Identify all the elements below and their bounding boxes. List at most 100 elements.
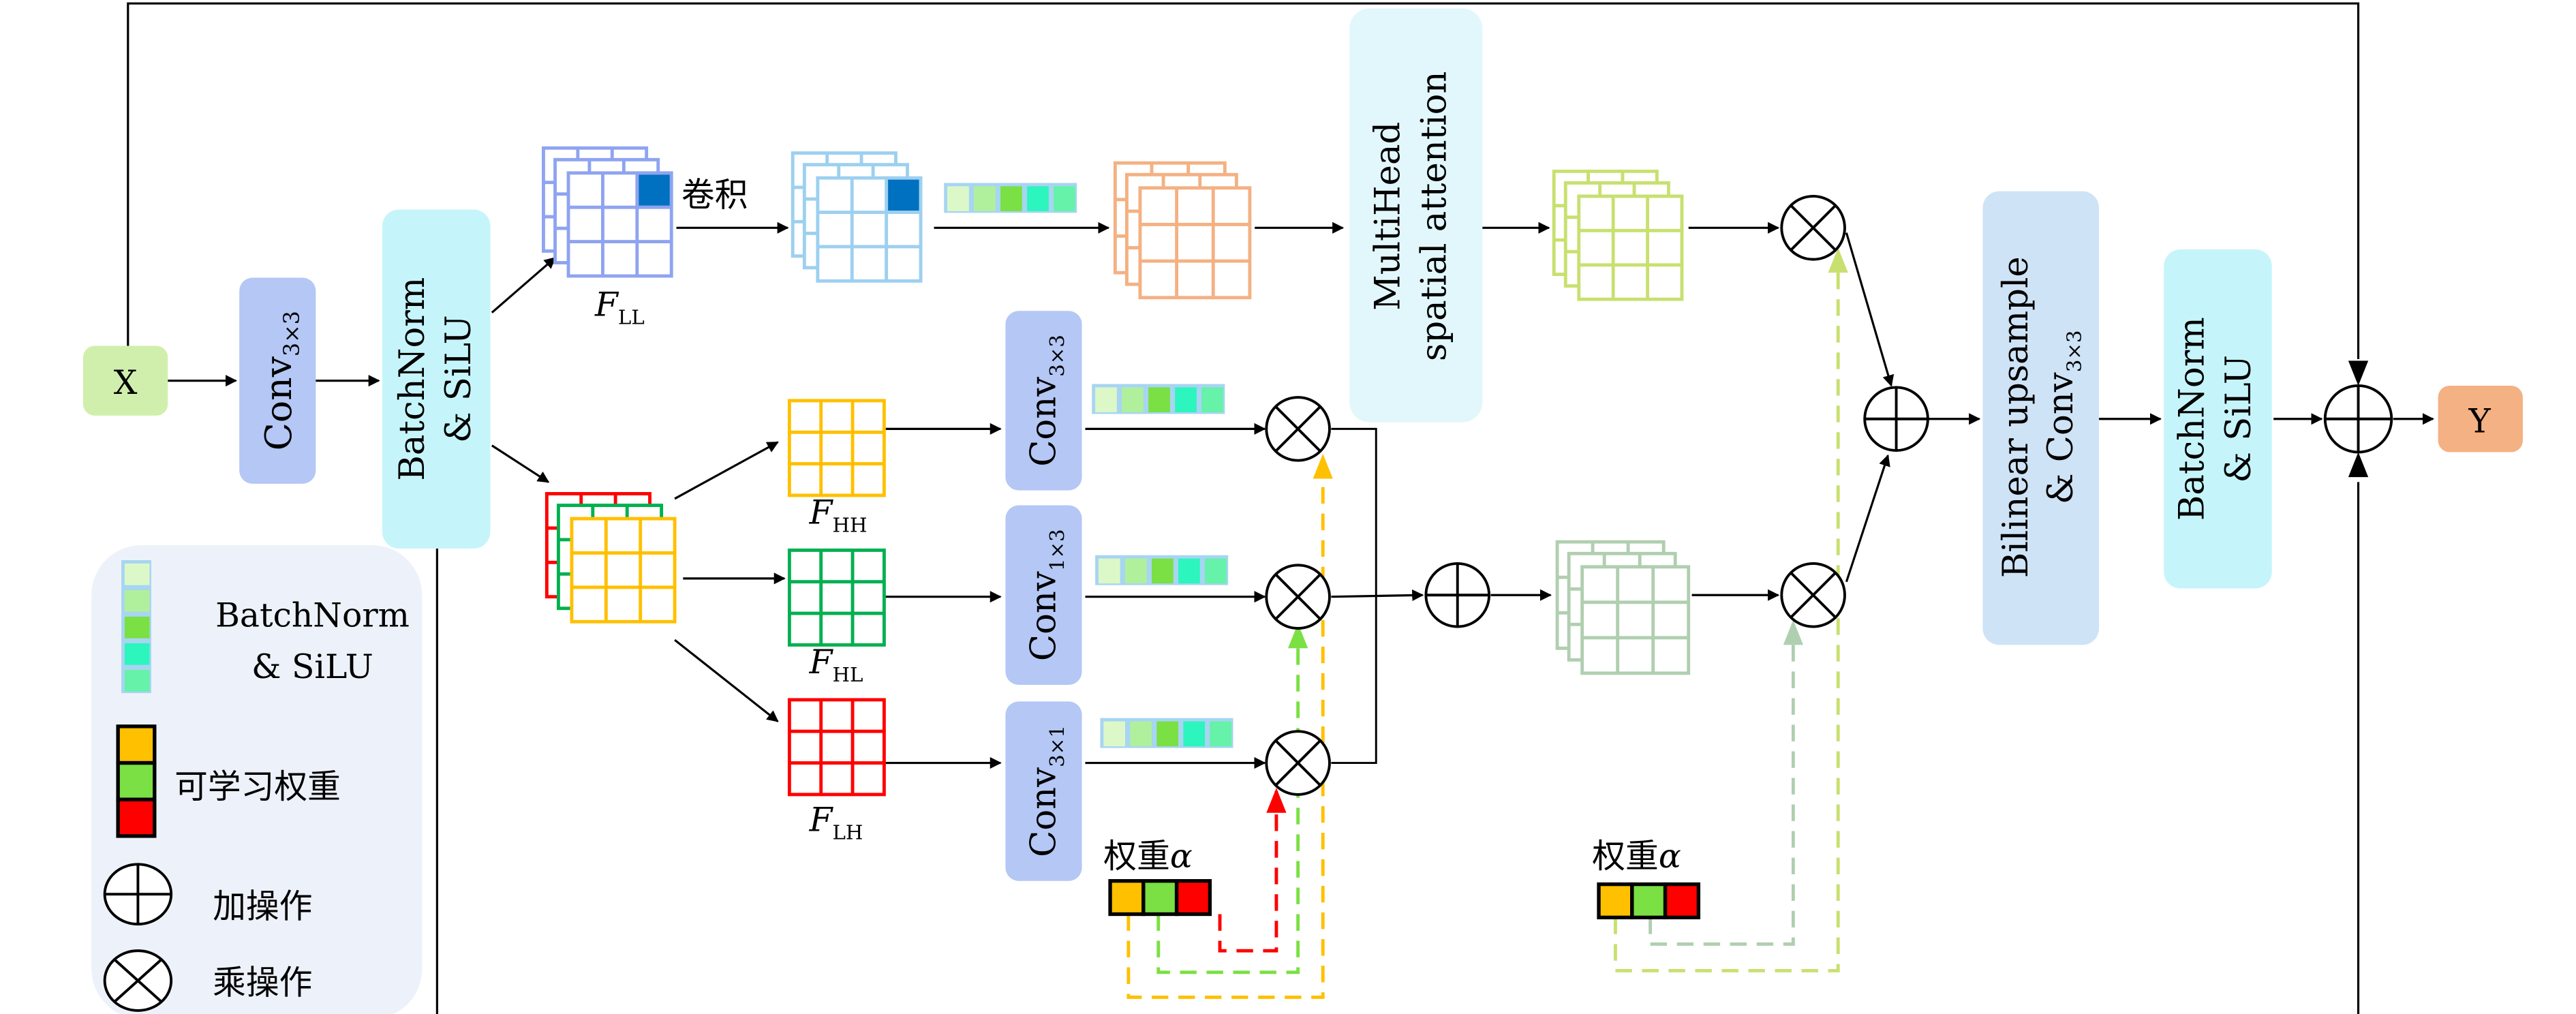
weight-cell — [116, 797, 157, 838]
weight-arrowhead — [1783, 619, 1803, 645]
weight-line-green — [1156, 628, 1300, 974]
feature-label-hh: FHH — [809, 493, 868, 536]
bn-label-line1: BatchNorm — [392, 277, 433, 481]
feature-map-ll — [542, 146, 673, 278]
legend-label-batchnorm: BatchNorm — [215, 596, 410, 635]
input-node: X — [82, 345, 168, 416]
feature-label-lh: FLH — [809, 801, 863, 844]
feature-map-ll-conv — [791, 151, 923, 283]
legend-label-silu: & SiLU — [251, 647, 373, 686]
arrowhead — [2348, 452, 2369, 478]
multiply-operation-icon — [103, 949, 173, 1012]
skip-connection-top — [127, 2, 2360, 359]
weight-arrowhead — [1288, 623, 1308, 649]
learnable-weights-2 — [1597, 882, 1701, 920]
bn-label-line2: & SiLU — [438, 315, 479, 443]
add-operation-icon — [103, 863, 173, 926]
weight-cell — [1108, 879, 1146, 917]
conv-label: Conv — [257, 356, 300, 450]
multiply-operator-hl — [1265, 564, 1331, 630]
svg-text:& Conv3×3: & Conv3×3 — [2040, 331, 2085, 504]
svg-text:Conv3×3: Conv3×3 — [1024, 335, 1069, 467]
add-operator-merge — [1863, 386, 1929, 452]
add-operator-high — [1424, 562, 1491, 628]
multihead-spatial-attention-block: MultiHead spatial attention — [1349, 8, 1483, 422]
conv-subscript: 3×3 — [280, 311, 305, 356]
add-operator-residual — [2323, 384, 2393, 454]
legend-label-multiply: 乘操作 — [213, 964, 312, 1002]
legend: BatchNorm & SiLU 可学习权重 加操作 乘操作 — [91, 545, 423, 1014]
weight-arrowhead — [1266, 788, 1287, 813]
weight-cell — [1141, 879, 1179, 917]
arrow — [491, 444, 550, 483]
batchnorm-silu-icon — [121, 560, 151, 694]
weight-arrowhead — [1313, 453, 1333, 479]
highlighted-cell — [639, 174, 670, 206]
highlighted-cell — [888, 179, 919, 211]
learnable-weights-1 — [1108, 879, 1212, 917]
feature-label-ll: FLL — [594, 286, 645, 329]
feature-map-layer — [570, 517, 677, 624]
conv-block-hh: Conv3×3 — [1005, 311, 1082, 491]
feature-map-layer — [816, 176, 923, 283]
feature-map-hh — [787, 399, 886, 497]
arrow — [1845, 454, 1890, 583]
batchnorm-silu-block-first: BatchNorm & SiLU — [382, 209, 491, 549]
svg-text:Conv3×3: Conv3×3 — [257, 311, 305, 450]
feature-map-high-bands — [545, 492, 677, 624]
multiply-operator-attention — [1780, 195, 1846, 261]
weight-line-sage — [1649, 625, 1795, 946]
legend-label-learnable-weight: 可学习权重 — [174, 767, 341, 806]
input-label: X — [114, 363, 138, 402]
feature-map-attention — [1552, 169, 1684, 301]
batchnorm-silu-strip — [944, 183, 1077, 213]
bn-last-label-line1: BatchNorm — [2172, 317, 2213, 521]
output-label: Y — [2468, 401, 2491, 440]
weight-cell — [1630, 882, 1668, 920]
svg-text:Conv3×1: Conv3×1 — [1024, 725, 1069, 857]
learnable-weight-icon — [116, 724, 157, 838]
conv-block-hl: Conv1×3 — [1005, 505, 1082, 685]
attention-label-line2: spatial attention — [1414, 72, 1455, 361]
weight-cell — [116, 724, 157, 765]
batchnorm-silu-strip — [1100, 718, 1233, 748]
weight-cell — [116, 760, 157, 801]
weight-cell — [1174, 879, 1212, 917]
multiply-operator-hh — [1265, 396, 1331, 462]
convolution-label: 卷积 — [681, 176, 748, 215]
arrow — [491, 256, 556, 313]
arrow — [674, 441, 779, 500]
weight-line-lime — [1613, 252, 1840, 972]
arrow — [674, 639, 779, 722]
attention-label-line1: MultiHead — [1367, 122, 1408, 311]
arrowhead — [2348, 360, 2369, 386]
multiply-operator-lh — [1265, 730, 1331, 796]
weight-cell — [1663, 882, 1701, 920]
arrow — [1845, 232, 1895, 387]
multiply-operator-high — [1780, 562, 1846, 628]
batchnorm-silu-strip — [1095, 555, 1229, 585]
weight-alpha-label-1: 权重α — [1103, 837, 1192, 876]
legend-label-add: 加操作 — [213, 887, 312, 925]
weight-arrowhead — [1828, 247, 1848, 273]
weight-cell — [1597, 882, 1634, 920]
weight-alpha-label-2: 权重α — [1592, 837, 1681, 876]
feature-map-layer — [1138, 186, 1252, 300]
output-node: Y — [2438, 385, 2523, 452]
svg-text:Conv1×3: Conv1×3 — [1024, 529, 1069, 661]
feature-map-layer — [566, 171, 673, 278]
skip-connection-bottom — [435, 482, 2360, 1014]
feature-map-layer — [1577, 194, 1684, 301]
feature-map-high-merged — [1555, 540, 1691, 675]
bilinear-upsample-conv-block: Bilinear upsample & Conv3×3 — [1982, 191, 2100, 645]
arrow — [1331, 589, 1424, 602]
upsample-label-line1: Bilinear upsample — [1995, 256, 2036, 578]
weight-line-yellow — [1126, 459, 1325, 999]
bn-last-label-line2: & SiLU — [2218, 355, 2259, 483]
conv-block-first: Conv3×3 — [239, 277, 316, 484]
feature-map-lh — [787, 698, 886, 797]
batchnorm-silu-strip — [1092, 384, 1225, 414]
batchnorm-silu-block-last: BatchNorm & SiLU — [2164, 249, 2272, 589]
feature-map-layer — [1580, 565, 1691, 675]
